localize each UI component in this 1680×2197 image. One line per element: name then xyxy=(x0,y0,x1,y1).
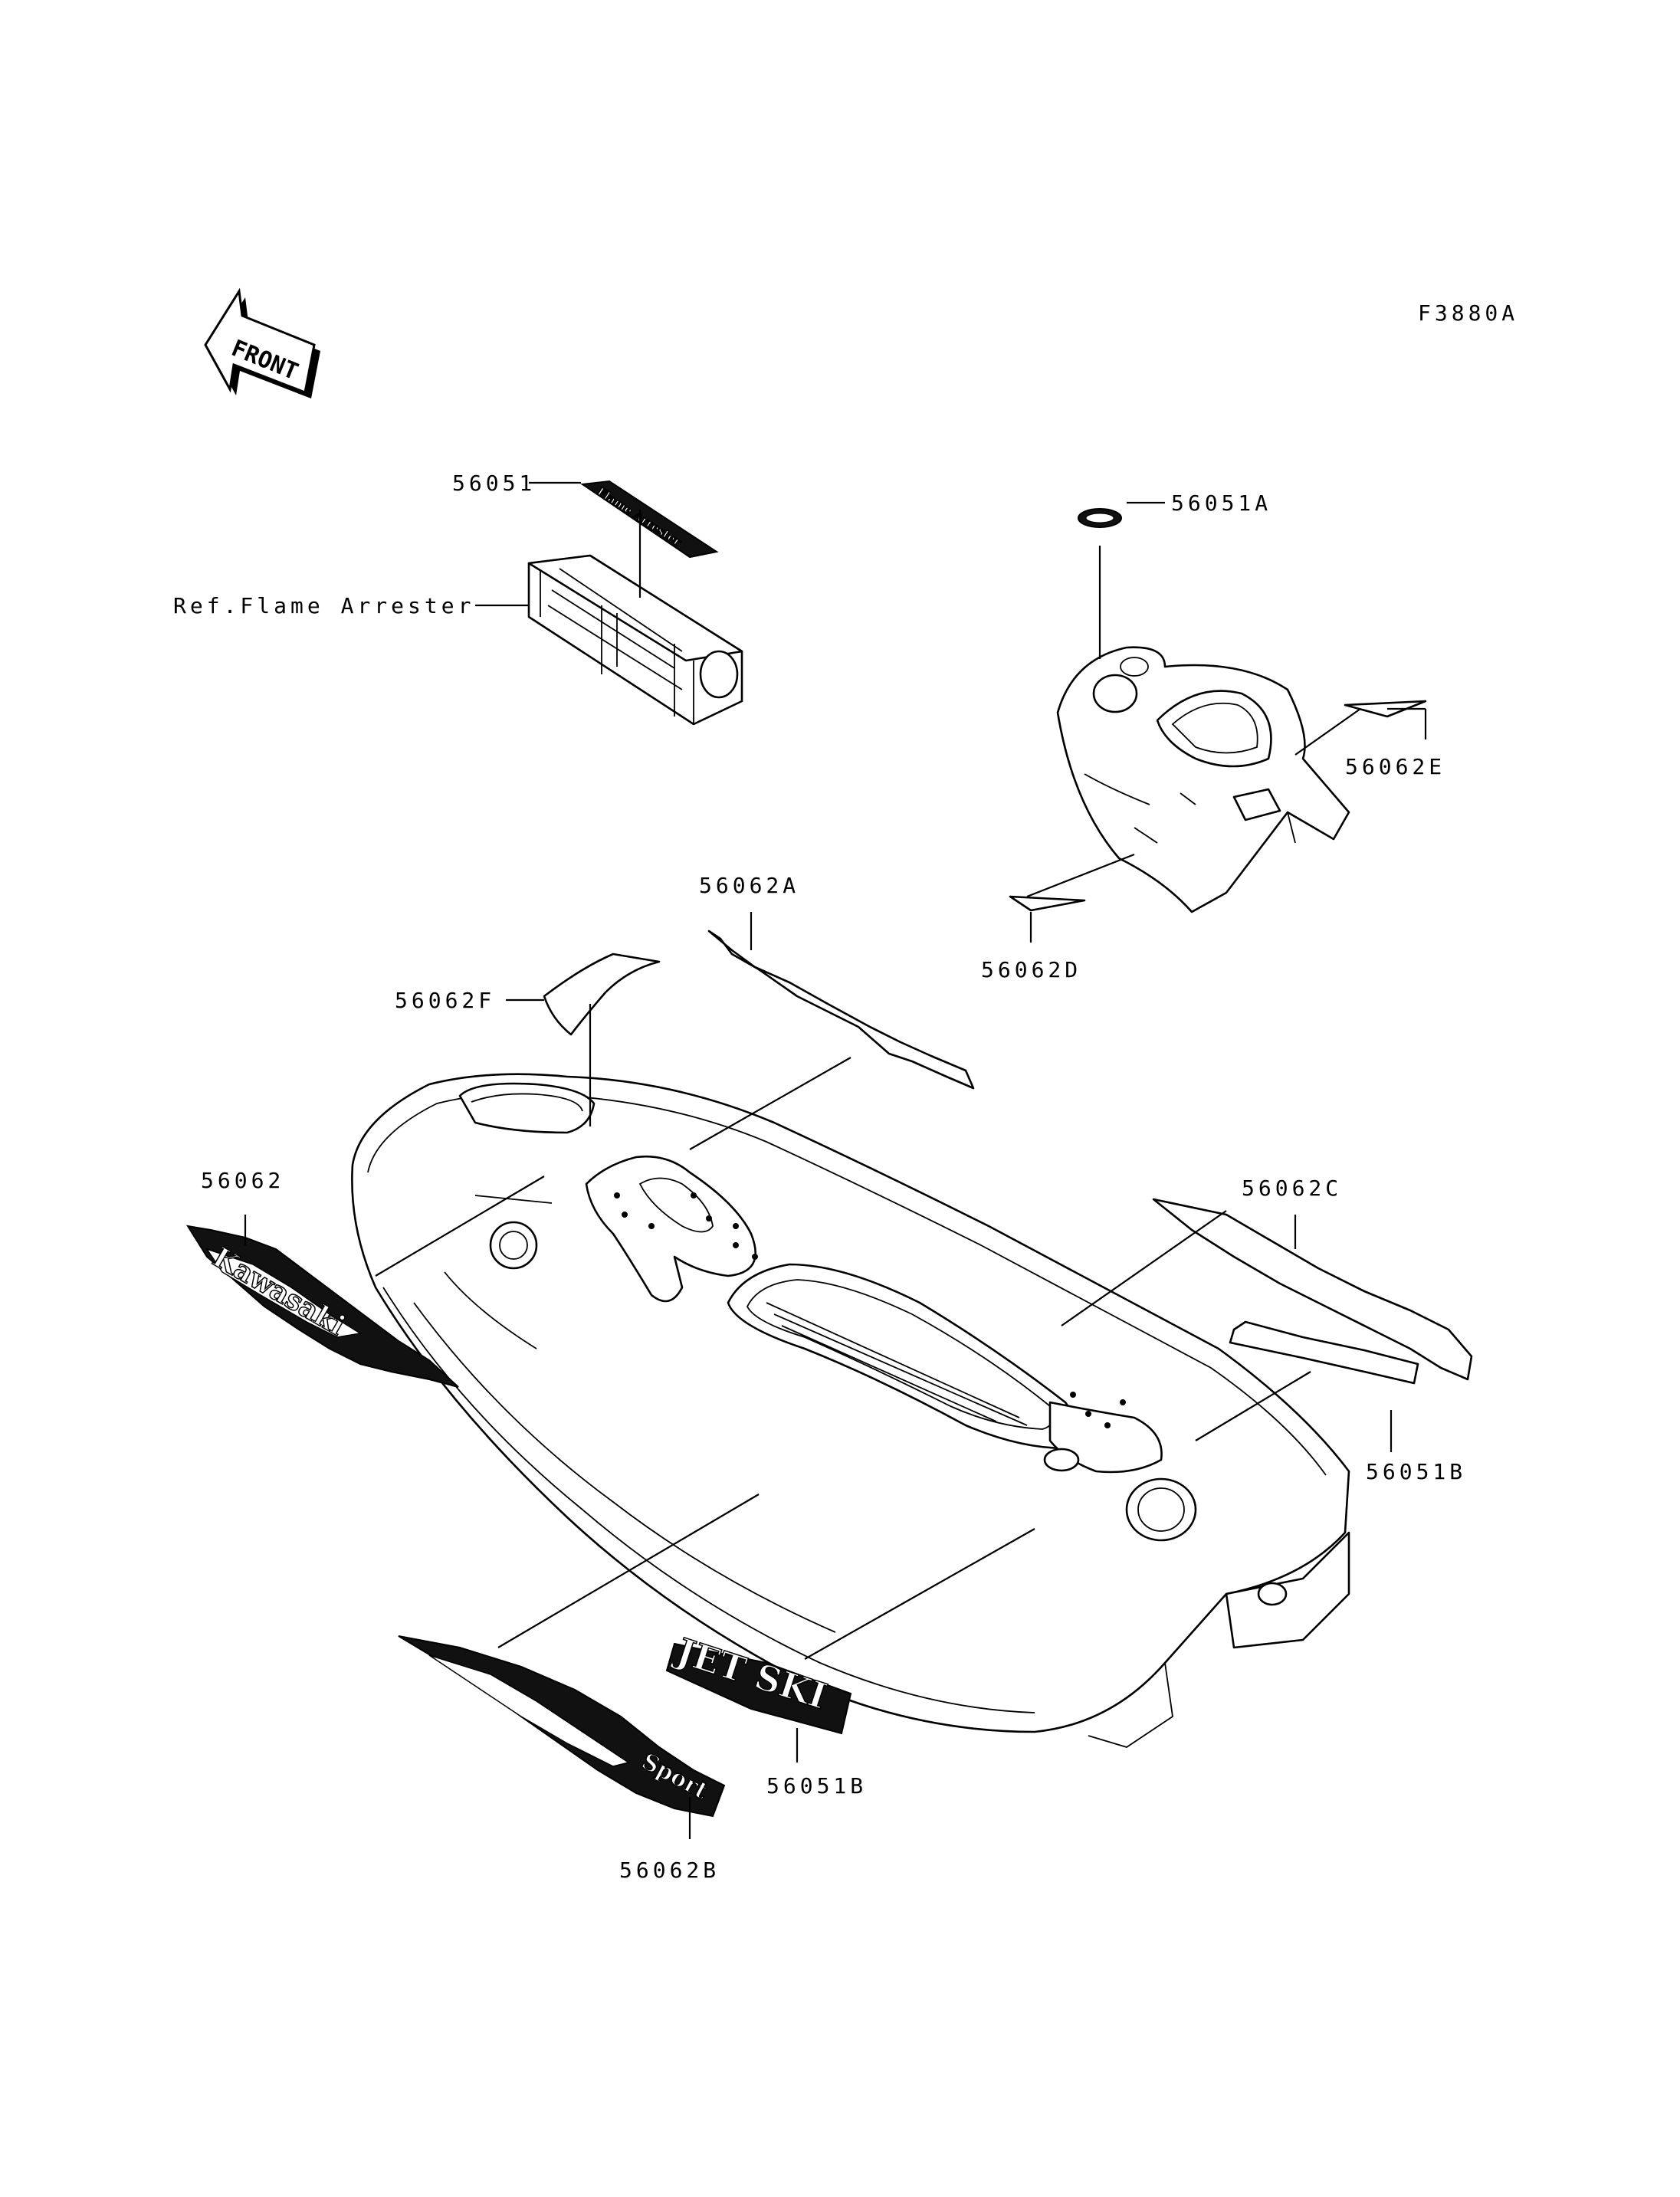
decal-56062C xyxy=(1152,1198,1473,1381)
callout-ref-flame-arrester: Ref.Flame Arrester xyxy=(173,593,474,618)
callout-56062E: 56062E xyxy=(1345,754,1445,779)
front-arrow-icon: FRONT xyxy=(204,287,320,398)
decal-56062D xyxy=(1009,895,1086,912)
callout-56051B-bottom: 56051B xyxy=(766,1773,867,1799)
decal-56062A xyxy=(707,930,975,1090)
hull xyxy=(351,1073,1350,1748)
decal-56062F xyxy=(543,953,661,1036)
callout-56062B: 56062B xyxy=(619,1858,720,1883)
callout-56062C: 56062C xyxy=(1242,1176,1342,1201)
callout-56051A: 56051A xyxy=(1171,490,1271,516)
decal-56051B-right xyxy=(1229,1320,1419,1385)
callout-56062A: 56062A xyxy=(699,873,799,898)
steering-cover xyxy=(1056,646,1350,913)
callout-56051B-right: 56051B xyxy=(1366,1459,1466,1484)
callout-56062D: 56062D xyxy=(981,957,1081,982)
callout-56062: 56062 xyxy=(201,1168,284,1193)
flame-arrester xyxy=(527,554,743,726)
figure-code: F3880A xyxy=(1418,300,1518,326)
leader-lines xyxy=(244,481,1427,1839)
sport-decal: Sport xyxy=(398,1635,726,1818)
hull-rivets xyxy=(614,1192,1126,1428)
flame-arrester-decal: Flame Arrester xyxy=(580,480,719,559)
callout-56051: 56051 xyxy=(452,471,536,496)
callout-56062F: 56062F xyxy=(395,988,495,1013)
